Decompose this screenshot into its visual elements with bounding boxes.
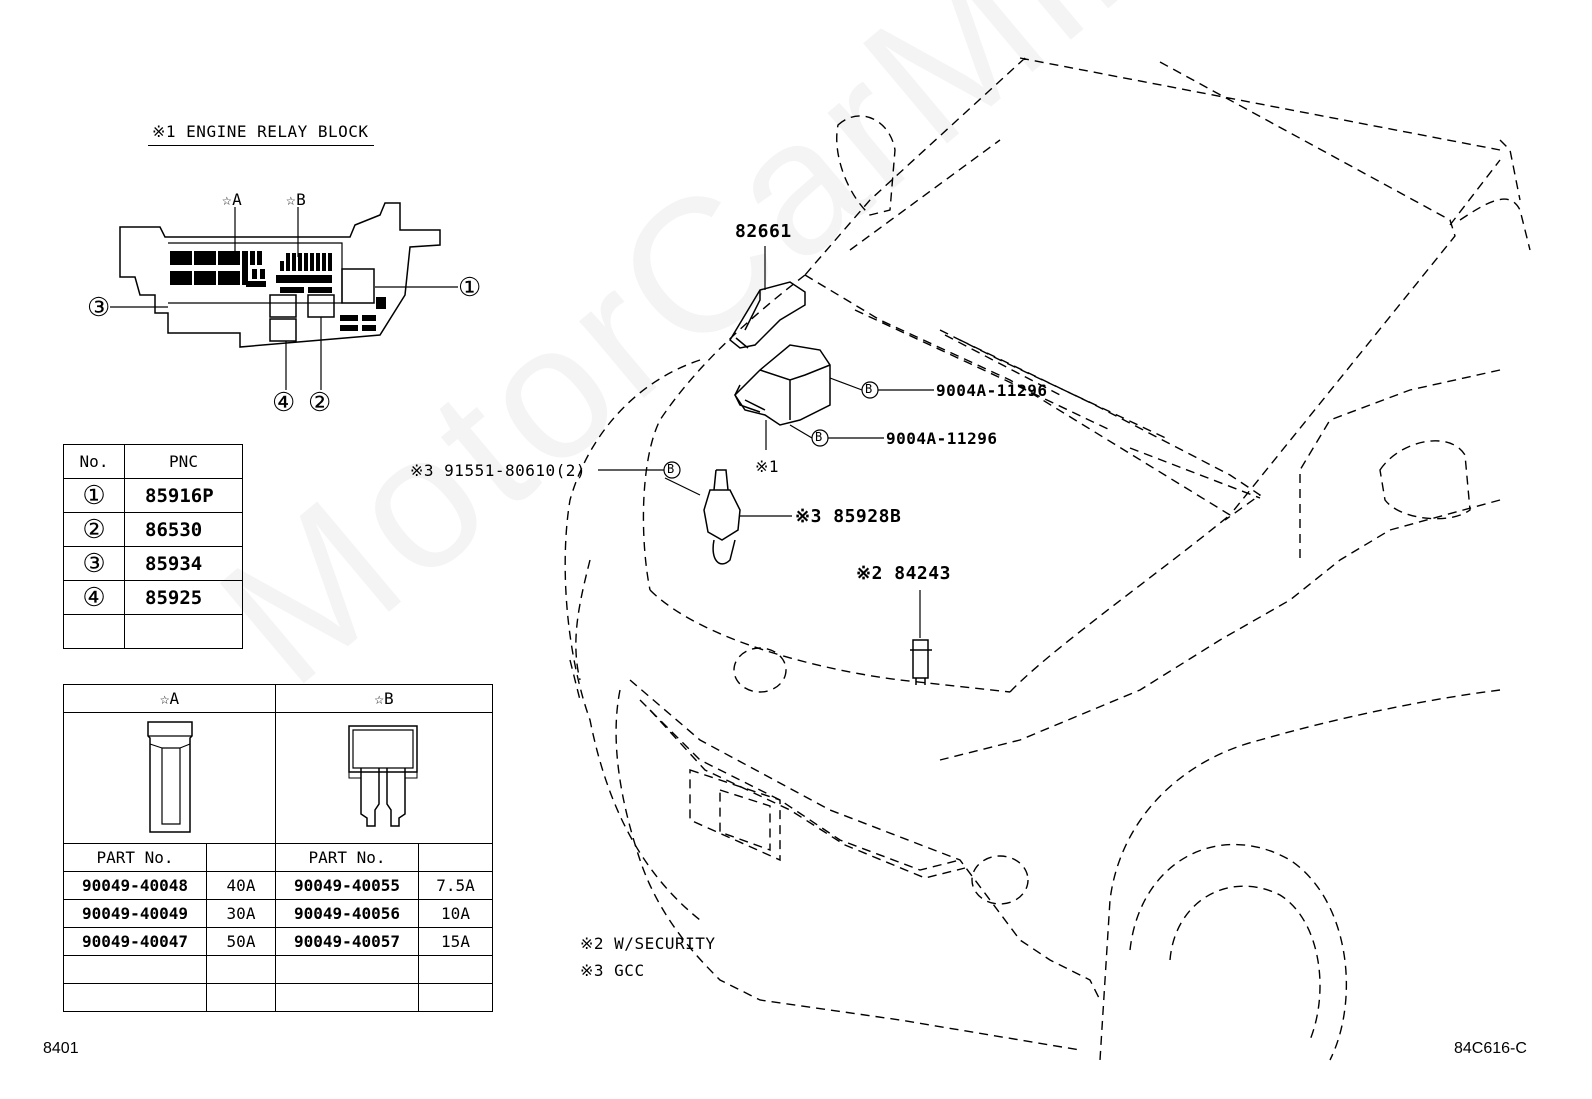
note-security: ※2 W/SECURITY [580,934,716,953]
table-row [63,983,493,1012]
pnc-value: 86530 [124,512,243,547]
relay-1 [341,268,375,304]
ref-1-label: ※1 [755,457,780,476]
fuse-group-a [170,251,266,287]
fuse-amp-b: 10A [418,899,493,928]
marker-b-1: B [865,382,873,396]
fuse-amp-a [206,983,276,1012]
callout-3: ③ [87,293,111,323]
fuse-part-a [63,983,207,1012]
fuse-group-b [276,253,332,293]
table-row: ① 85916P [63,478,243,513]
relay-label-star-a: ☆A [222,190,243,209]
footer-right-code: 84C616-C [1454,1040,1527,1057]
table-row [63,614,243,649]
fuse-amp-a: 40A [206,871,276,900]
grille [639,699,961,871]
relay-4 [269,318,297,342]
marker-b-3: B [667,462,675,476]
footer-left-code: 8401 [43,1040,79,1057]
pnc-table: No. PNC ① 85916P ② 86530 ③ 85934 ④ 85925 [63,444,243,649]
fuse-part-no-header-b: PART No. [275,843,419,872]
license-plate [689,769,781,862]
fuse-table: ☆A ☆B PART No. PART No. [63,684,493,1012]
bolt-label-2: 9004A-11296 [886,429,998,448]
pnc-no: ① [63,478,125,513]
callout-1: ① [458,273,482,303]
bolt-label-1: 9004A-11296 [936,381,1048,400]
pnc-no: ③ [63,546,125,581]
fuse-part-b: 90049-40056 [275,899,419,928]
hood-switch [910,639,932,685]
pnc-no [63,614,125,649]
table-row: ② 86530 [63,512,243,547]
table-row: 90049-40049 30A 90049-40056 10A [63,899,493,928]
table-row: ④ 85925 [63,580,243,615]
mini-fuse-illustration [348,724,418,827]
right-mirror [1379,440,1471,520]
screw-label: ※3 91551-80610(2) [410,461,587,480]
pnc-no: ② [63,512,125,547]
relay-block-cover [729,281,806,349]
module-label: ※3 85928B [795,506,902,527]
pnc-value [124,614,243,649]
relay-block-outline [119,202,441,348]
maxi-fuse-illustration [146,720,193,833]
hood-outline [642,274,1231,591]
relay-block-drawing [110,202,458,390]
fuse-amp-b [418,983,493,1012]
front-wheel [1129,843,1348,1061]
marker-b-2: B [815,430,823,444]
relay-block-title-underline [148,145,374,146]
table-row [63,955,493,984]
pnc-header-pnc: PNC [124,444,243,479]
left-mirror [836,115,896,216]
callout-4: ④ [272,388,296,418]
fuse-amp-a: 30A [206,899,276,928]
connector-module [703,489,741,541]
pnc-value: 85934 [124,546,243,581]
fuse-part-a: 90049-40048 [63,871,207,900]
fuse-part-b: 90049-40057 [275,927,419,956]
fuse-image-a-cell [63,712,276,844]
part-82661-label: 82661 [735,221,792,242]
front-bumper [629,679,1101,1001]
relay-3 [269,294,297,318]
fuse-part-no-header-a: PART No. [63,843,207,872]
fuse-part-b [275,983,419,1012]
fuse-amp-b: 15A [418,927,493,956]
table-row: ③ 85934 [63,546,243,581]
callout-2: ② [308,388,332,418]
pnc-header-no: No. [63,444,125,479]
fuse-amp-b: 7.5A [418,871,493,900]
bolt-marker-icons [663,381,879,479]
switch-label: ※2 84243 [856,563,951,584]
engine-relay-block [734,344,831,426]
pnc-value: 85916P [124,478,243,513]
fuse-amp-a: 50A [206,927,276,956]
relay-label-star-b: ☆B [286,190,307,209]
note-gcc: ※3 GCC [580,961,645,980]
relay-block-title: ※1 ENGINE RELAY BLOCK [152,122,369,141]
windshield-outline [804,57,1501,516]
headlight-left [733,647,787,693]
fog-light-right [971,855,1029,905]
